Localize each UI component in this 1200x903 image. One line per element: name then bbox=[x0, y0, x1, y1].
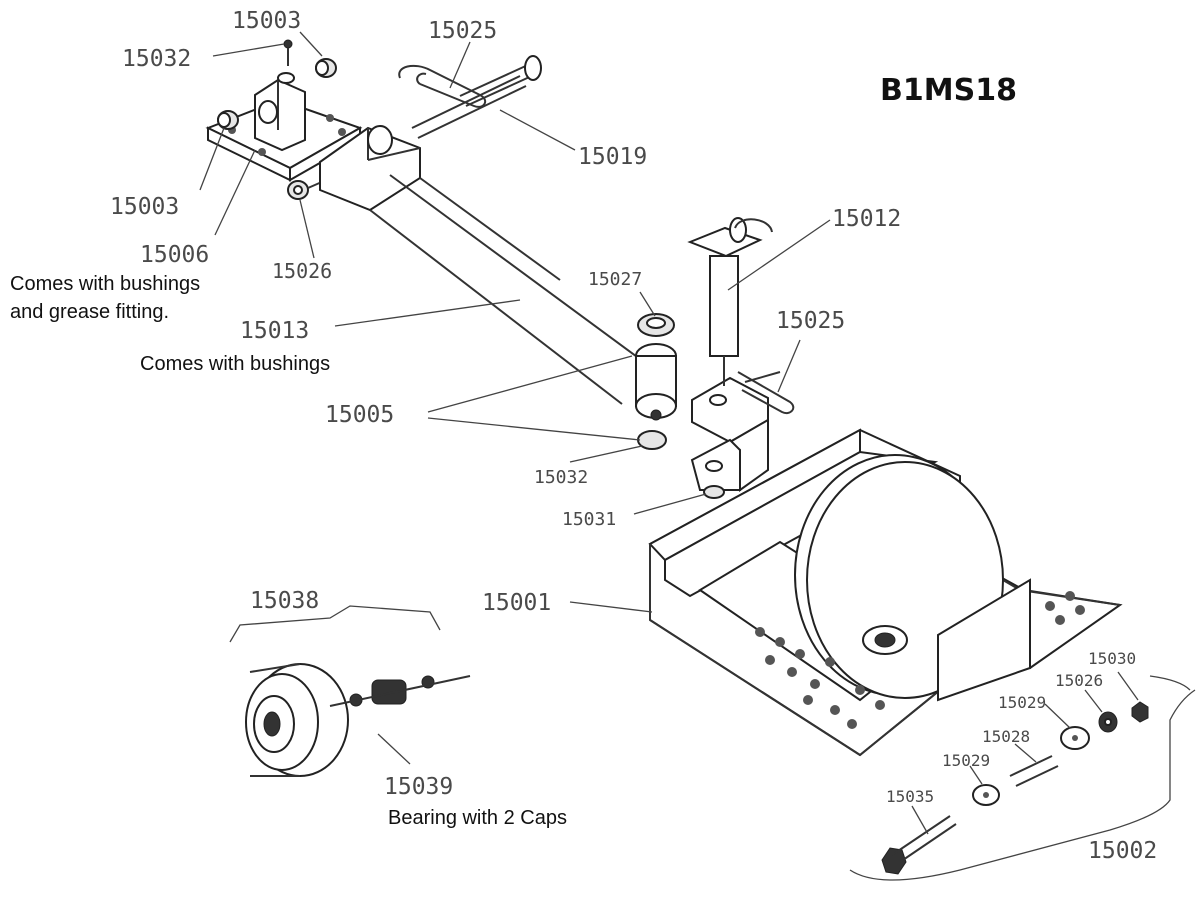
bracket-note-line2: and grease fitting. bbox=[10, 301, 169, 323]
tube-note: Comes with bushings bbox=[140, 353, 330, 375]
callout-15039: 15039 bbox=[384, 774, 453, 800]
bearing-15039 bbox=[329, 675, 471, 707]
hairpin-clip-15025-top bbox=[398, 64, 487, 108]
callout-15012: 15012 bbox=[832, 206, 901, 232]
callout-15001: 15001 bbox=[482, 590, 551, 616]
swivel-bushing-15027 bbox=[637, 313, 675, 337]
bushing-15003-left bbox=[217, 110, 239, 130]
hitch-bracket-15006 bbox=[205, 72, 363, 182]
callout-15035: 15035 bbox=[886, 787, 934, 806]
bracket-note-line1: Comes with bushings bbox=[10, 273, 200, 295]
leader-lines bbox=[199, 31, 1139, 835]
axle-kit-brace bbox=[849, 689, 1196, 881]
tongue-tube-15013 bbox=[319, 125, 649, 405]
callout-15013: 15013 bbox=[240, 318, 309, 344]
washer-15026-top bbox=[287, 173, 341, 200]
callout-15026-top: 15026 bbox=[272, 259, 332, 283]
callout-15026-kit: 15026 bbox=[1055, 671, 1103, 690]
callout-15002: 15002 bbox=[1088, 838, 1157, 864]
callout-15006: 15006 bbox=[140, 242, 209, 268]
callout-15027: 15027 bbox=[588, 269, 642, 290]
pin-15019 bbox=[411, 55, 542, 139]
grease-fitting-15032-top bbox=[283, 39, 293, 66]
bearing-note: Bearing with 2 Caps bbox=[388, 807, 567, 829]
callout-15030: 15030 bbox=[1088, 649, 1136, 668]
model-code: B1MS18 bbox=[880, 73, 1017, 108]
bushing-15003-top bbox=[315, 58, 337, 78]
hairpin-clip-15025-mid bbox=[737, 371, 795, 414]
callout-15038: 15038 bbox=[250, 588, 319, 614]
callout-15029-lower: 15029 bbox=[942, 751, 990, 770]
callout-15003-top: 15003 bbox=[232, 8, 301, 34]
mount-bracket-15031 bbox=[690, 376, 769, 499]
mower-body-15001 bbox=[648, 428, 1123, 757]
callout-15032-top: 15032 bbox=[122, 46, 191, 72]
callout-15019: 15019 bbox=[578, 144, 647, 170]
callout-15032-mid: 15032 bbox=[534, 467, 588, 488]
callout-15025-mid: 15025 bbox=[776, 308, 845, 334]
callout-15029-upper: 15029 bbox=[998, 693, 1046, 712]
swivel-assembly-15005 bbox=[635, 343, 677, 450]
callout-15025-top: 15025 bbox=[428, 18, 497, 44]
callout-15031: 15031 bbox=[562, 509, 616, 530]
wheel-brace-15038 bbox=[229, 605, 441, 643]
callout-15005: 15005 bbox=[325, 402, 394, 428]
callout-15028: 15028 bbox=[982, 727, 1030, 746]
wheel-15038 bbox=[245, 663, 349, 777]
axle-kit-15002 bbox=[849, 675, 1196, 881]
callout-15003-left: 15003 bbox=[110, 194, 179, 220]
jack-15012 bbox=[687, 217, 773, 386]
